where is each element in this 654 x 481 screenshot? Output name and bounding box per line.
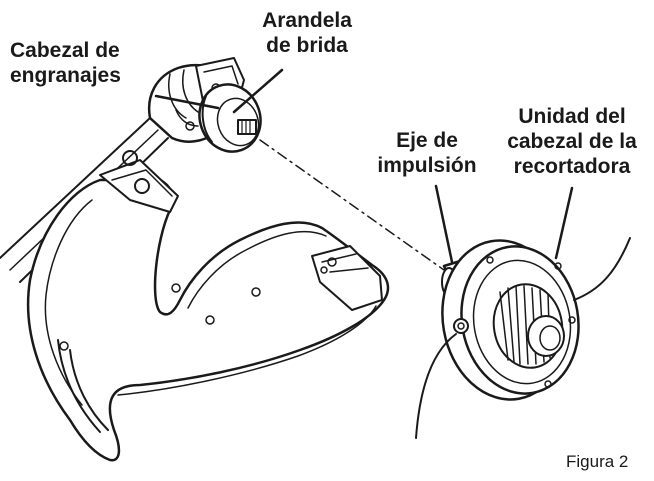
- label-gear-head-line2: engranajes: [10, 64, 121, 87]
- label-drive-shaft: Eje de impulsión: [362, 128, 492, 178]
- figure-caption: Figura 2: [566, 452, 629, 471]
- leader-gear-head: [154, 94, 220, 110]
- label-trimmer-head-unit: Unidad del cabezal de la recortadora: [492, 104, 652, 179]
- trimmer-guard: [26, 150, 390, 462]
- leader-drive-shaft: [434, 184, 454, 264]
- trimmer-head-unit-part: [415, 237, 631, 439]
- alignment-dashed-line: [259, 139, 445, 271]
- label-flange-washer: Arandela de brida: [232, 8, 382, 58]
- label-trimmer-head-unit-line3: recortadora: [513, 155, 631, 178]
- label-flange-washer-line2: de brida: [266, 34, 348, 57]
- leader-trimmer-head-unit: [554, 186, 574, 260]
- leader-lines: [154, 68, 574, 264]
- leader-flange-washer: [232, 68, 284, 114]
- spool-ridges: [492, 283, 564, 369]
- label-gear-head: Cabezal de engranajes: [10, 38, 121, 88]
- drive-shaft-part: [237, 119, 257, 135]
- trimmer-line-lower: [415, 333, 457, 439]
- trimmer-line-upper: [573, 237, 631, 301]
- label-trimmer-head-unit-line1: Unidad del: [518, 105, 626, 128]
- label-drive-shaft-line2: impulsión: [377, 154, 477, 177]
- label-drive-shaft-line1: Eje de: [396, 129, 458, 152]
- label-gear-head-line1: Cabezal de: [10, 39, 120, 62]
- label-flange-washer-line1: Arandela: [262, 9, 352, 32]
- label-trimmer-head-unit-line2: cabezal de la: [507, 130, 637, 153]
